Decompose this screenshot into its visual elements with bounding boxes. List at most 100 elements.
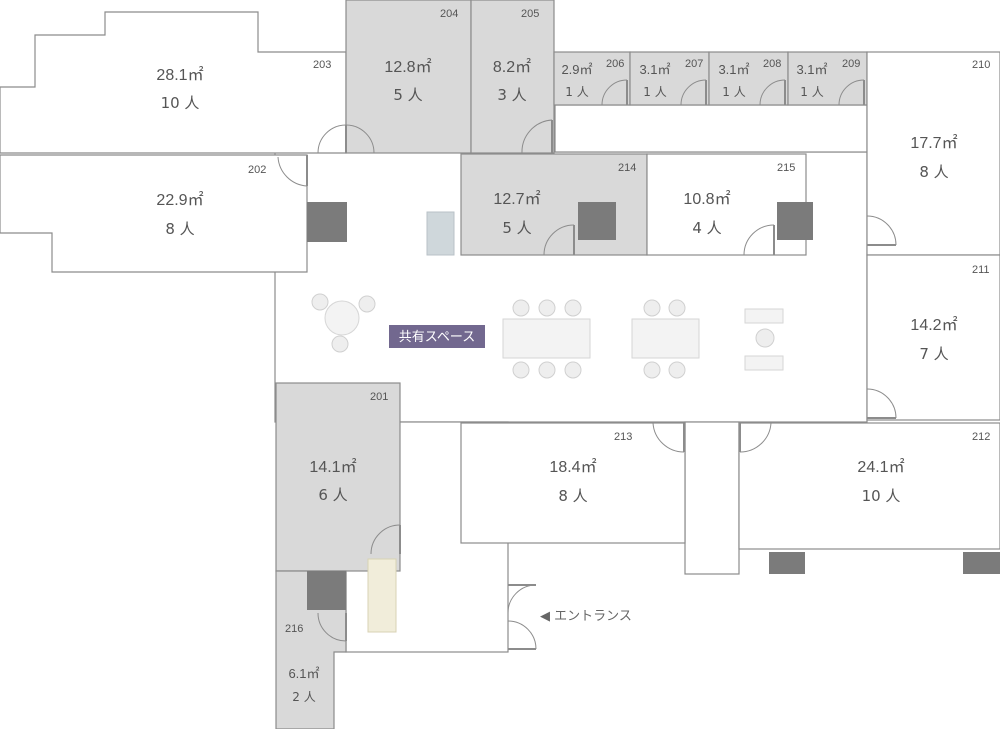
room-213-outline	[460, 422, 686, 544]
pillar	[963, 552, 1000, 574]
door-215-swing	[743, 224, 775, 256]
pillar	[777, 202, 813, 240]
room-202[interactable]: 202 22.9㎡ 8 人	[0, 154, 308, 273]
room-211-number: 211	[972, 264, 990, 276]
room-203-outline	[0, 11, 347, 154]
room-208-outline	[708, 51, 789, 106]
room-211-outline	[866, 254, 1000, 421]
room-201-outline	[275, 382, 401, 572]
room-207-capacity: 1 人	[643, 85, 666, 99]
room-209-area: 3.1㎡	[796, 62, 827, 77]
room-209[interactable]: 209 3.1㎡ 1 人	[787, 51, 868, 106]
chair	[538, 299, 556, 317]
room-212-capacity: 10 人	[862, 487, 901, 505]
meeting-table	[502, 318, 591, 359]
room-203[interactable]: 203 28.1㎡ 10 人	[0, 11, 347, 154]
door-214-swing	[543, 224, 575, 256]
pillar	[307, 571, 346, 610]
room-208-area: 3.1㎡	[718, 62, 749, 77]
chair	[643, 361, 661, 379]
room-204-capacity: 5 人	[393, 86, 422, 104]
chair	[564, 361, 582, 379]
room-201-number: 201	[370, 391, 388, 403]
room-213-area: 18.4㎡	[549, 458, 596, 476]
room-201[interactable]: 201 14.1㎡ 6 人	[275, 382, 401, 572]
room-203-number: 203	[313, 59, 331, 71]
room-215-number: 215	[777, 162, 795, 174]
room-206-area: 2.9㎡	[561, 62, 592, 77]
room-205-capacity: 3 人	[497, 86, 526, 104]
room-203-area: 28.1㎡	[156, 66, 203, 84]
room-212[interactable]: 212 24.1㎡ 10 人	[738, 422, 1000, 550]
room-204-outline	[345, 0, 472, 154]
room-210-number: 210	[972, 59, 990, 71]
door-213-swing	[652, 422, 685, 453]
room-210-capacity: 8 人	[919, 163, 948, 181]
shared-space-label-text: 共有スペース	[399, 330, 475, 345]
cabinet	[426, 211, 455, 256]
room-214-capacity: 5 人	[502, 219, 531, 237]
doors	[277, 79, 897, 650]
room-210-area: 17.7㎡	[910, 134, 957, 152]
chair	[512, 361, 530, 379]
room-205-area: 8.2㎡	[493, 58, 531, 76]
room-212-outline	[738, 422, 1000, 550]
door-entrance-top-swing	[507, 584, 537, 614]
door-210-swing	[866, 215, 897, 246]
room-207[interactable]: 207 3.1㎡ 1 人	[629, 51, 710, 106]
room-203-capacity: 10 人	[161, 94, 200, 112]
door-203-swing	[317, 124, 347, 154]
door-209-swing	[838, 79, 865, 106]
room-205-number: 205	[521, 8, 539, 20]
room-211[interactable]: 211 14.2㎡ 7 人	[866, 254, 1000, 421]
room-204[interactable]: 204 12.8㎡ 5 人	[345, 0, 472, 154]
room-206-outline	[553, 51, 631, 106]
sofa	[744, 308, 784, 324]
room-214[interactable]: 214 12.7㎡ 5 人	[460, 153, 648, 256]
chair	[668, 299, 686, 317]
chair	[668, 361, 686, 379]
room-212-area: 24.1㎡	[857, 458, 904, 476]
door-208-swing	[759, 79, 786, 106]
shared-space-label-bg	[389, 325, 485, 348]
room-207-outline	[629, 51, 710, 106]
room-202-capacity: 8 人	[165, 220, 194, 238]
room-206-number: 206	[606, 58, 624, 70]
room-204-number: 204	[440, 8, 458, 20]
entrance-label: ◀ エントランス	[540, 609, 632, 624]
chair	[564, 299, 582, 317]
room-213-capacity: 8 人	[558, 487, 587, 505]
room-207-area: 3.1㎡	[639, 62, 670, 77]
side-table	[755, 328, 775, 348]
room-209-capacity: 1 人	[800, 85, 823, 99]
room-215-capacity: 4 人	[692, 219, 721, 237]
door-204-swing	[345, 124, 375, 154]
door-207-swing	[680, 79, 707, 106]
room-208[interactable]: 208 3.1㎡ 1 人	[708, 51, 789, 106]
door-211-swing	[866, 388, 897, 419]
room-209-number: 209	[842, 58, 860, 70]
round-table	[324, 300, 360, 336]
room-212-number: 212	[972, 431, 990, 443]
sofa	[744, 355, 784, 371]
door-202-swing	[277, 156, 308, 187]
room-213[interactable]: 213 18.4㎡ 8 人	[460, 422, 686, 544]
chair	[538, 361, 556, 379]
room-210[interactable]: 210 17.7㎡ 8 人	[866, 51, 1000, 256]
chair	[311, 293, 329, 311]
room-205[interactable]: 205 8.2㎡ 3 人	[470, 0, 555, 154]
room-204-area: 12.8㎡	[384, 58, 431, 76]
door-entrance-bottom-swing	[507, 620, 537, 650]
door-206-swing	[601, 79, 628, 106]
shared-space-label: 共有スペース	[389, 325, 485, 348]
pillar	[307, 202, 347, 242]
room-211-area: 14.2㎡	[910, 316, 957, 334]
room-206[interactable]: 206 2.9㎡ 1 人	[553, 51, 631, 106]
room-214-area: 12.7㎡	[493, 190, 540, 208]
room-202-number: 202	[248, 164, 266, 176]
door-201-swing	[370, 524, 401, 555]
reception-counter	[367, 558, 397, 633]
room-208-capacity: 1 人	[722, 85, 745, 99]
pillars	[307, 202, 1000, 610]
